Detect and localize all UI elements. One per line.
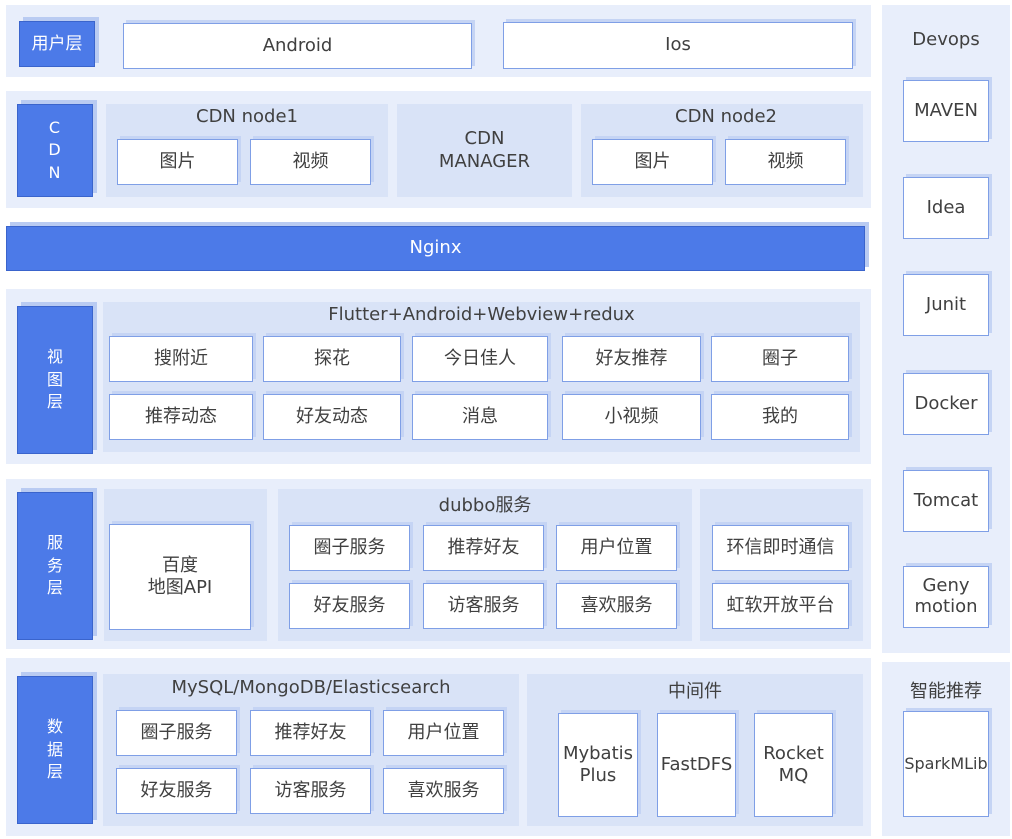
db-user-location: 用户位置 (383, 710, 504, 756)
cdn-node1-video: 视频 (250, 139, 371, 185)
service-layer-label: 服务层 (17, 492, 93, 640)
devops-genymotion: Geny motion (903, 566, 989, 628)
devops-docker: Docker (903, 373, 989, 435)
dubbo-friend-service: 好友服务 (289, 583, 410, 629)
data-layer-label: 数据层 (17, 676, 93, 824)
dubbo-visitor-service: 访客服务 (423, 583, 544, 629)
arcsoft-platform: 虹软开放平台 (712, 583, 849, 629)
cdn-node1-image: 图片 (117, 139, 238, 185)
db-visitor-service: 访客服务 (250, 768, 371, 814)
view-item-messages: 消息 (412, 394, 548, 440)
smart-sparkmlib: SparkMLib (903, 711, 989, 817)
devops-title: Devops (912, 29, 980, 50)
view-item-friend-recommend: 好友推荐 (562, 336, 701, 382)
dubbo-title: dubbo服务 (438, 495, 532, 516)
client-android: Android (123, 23, 472, 69)
cdn-node2-video: 视频 (725, 139, 846, 185)
dubbo-recommend-friend: 推荐好友 (423, 525, 544, 571)
middleware-title: 中间件 (668, 681, 722, 702)
cdn-manager-label: CDN MANAGER (438, 128, 531, 172)
view-item-recommend-feed: 推荐动态 (109, 394, 253, 440)
dubbo-like-service: 喜欢服务 (556, 583, 677, 629)
db-like-service: 喜欢服务 (383, 768, 504, 814)
middleware-fastdfs: FastDFS (657, 713, 736, 817)
cdn-node2-image: 图片 (592, 139, 713, 185)
db-recommend-friend: 推荐好友 (250, 710, 371, 756)
dubbo-user-location: 用户位置 (556, 525, 677, 571)
db-friend-service: 好友服务 (116, 768, 237, 814)
view-item-today-best: 今日佳人 (412, 336, 548, 382)
devops-idea: Idea (903, 177, 989, 239)
view-item-friend-feed: 好友动态 (263, 394, 401, 440)
db-title: MySQL/MongoDB/Elasticsearch (171, 677, 451, 698)
smart-title: 智能推荐 (910, 681, 982, 702)
devops-tomcat: Tomcat (903, 470, 989, 532)
db-circle-service: 圈子服务 (116, 710, 237, 756)
view-item-nearby: 搜附近 (109, 336, 253, 382)
huanxin-im: 环信即时通信 (712, 525, 849, 571)
view-layer-label: 视图层 (17, 306, 93, 454)
view-item-short-video: 小视频 (562, 394, 701, 440)
nginx-bar: Nginx (6, 226, 865, 271)
cdn-manager-panel: CDN MANAGER (397, 104, 572, 197)
devops-maven: MAVEN (903, 80, 989, 142)
view-item-mine: 我的 (711, 394, 849, 440)
view-title: Flutter+Android+Webview+redux (328, 304, 635, 325)
devops-junit: Junit (903, 274, 989, 336)
cdn-node1-title: CDN node1 (196, 106, 298, 127)
baidu-map-api: 百度 地图API (109, 524, 251, 630)
view-item-tanhua: 探花 (263, 336, 401, 382)
middleware-mybatis-plus: Mybatis Plus (558, 713, 638, 817)
middleware-rocketmq: Rocket MQ (754, 713, 833, 817)
cdn-node2-title: CDN node2 (675, 106, 777, 127)
user-layer-label: 用户层 (19, 21, 95, 67)
view-item-circle: 圈子 (711, 336, 849, 382)
dubbo-circle-service: 圈子服务 (289, 525, 410, 571)
client-ios: Ios (503, 22, 853, 69)
